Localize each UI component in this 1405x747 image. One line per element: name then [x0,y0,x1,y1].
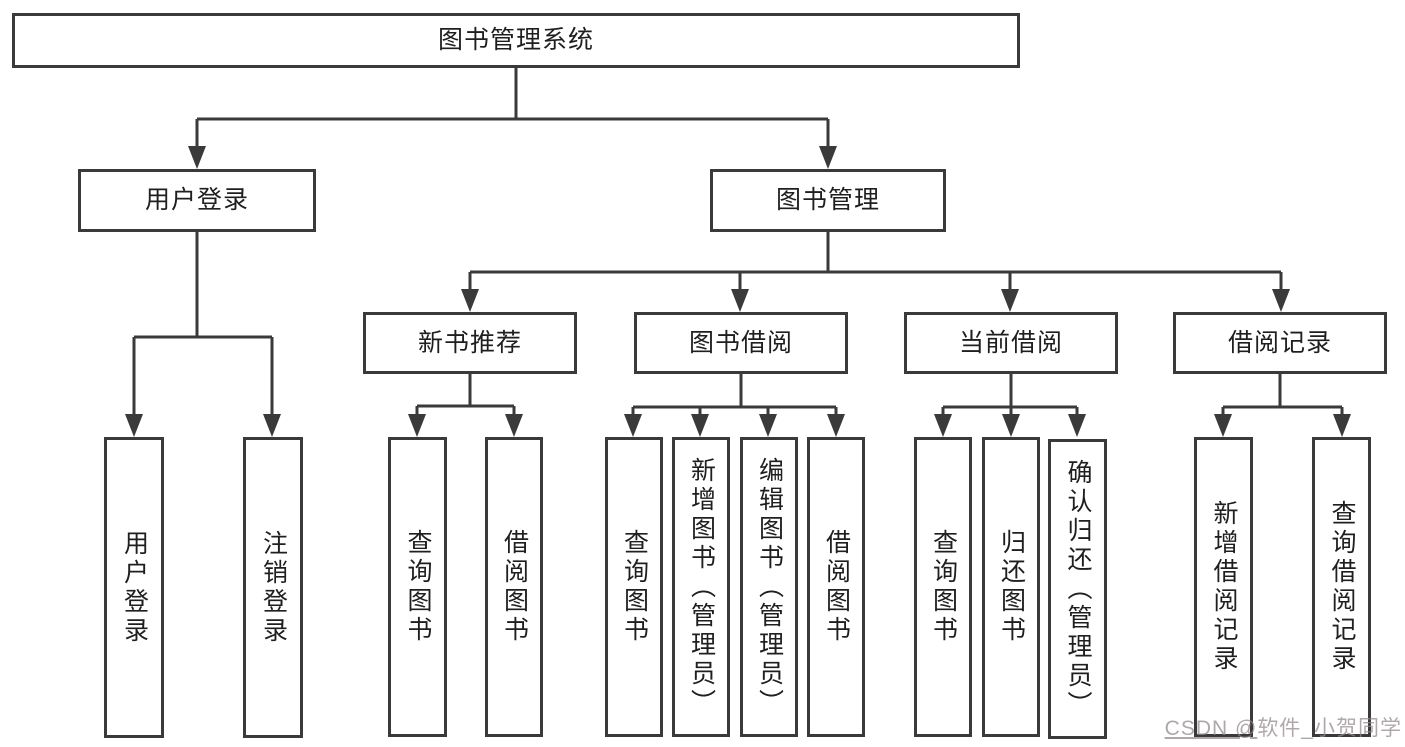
node-new-book: 新书推荐 [363,312,577,374]
leaf-borrow-edit: 编辑图书（管理员） [740,437,798,737]
arrow-down-icon [1001,289,1019,312]
arrow-down-icon [1002,414,1020,437]
arrow-down-icon [125,414,143,437]
arrow-down-icon [731,289,749,312]
csdn-watermark: CSDN @软件_小贺同学 [1165,712,1402,742]
node-root-label: 图书管理系统 [437,26,594,54]
leaf-current-return: 归还图书 [982,437,1040,737]
arrow-down-icon [505,414,523,437]
leaf-record-query: 查询借阅记录 [1312,437,1371,737]
leaf-newbook-query-label: 查询图书 [404,529,432,645]
leaf-newbook-borrow-label: 借阅图书 [500,529,529,645]
leaf-borrow-borrow-label: 借阅图书 [822,529,851,645]
connector-book-mgmt [468,232,1283,292]
leaf-logout: 注销登录 [243,437,303,738]
connector-new-book [415,374,516,418]
arrow-down-icon [827,414,845,437]
leaf-current-confirm: 确认归还（管理员） [1048,439,1107,739]
node-current-borrow: 当前借阅 [904,312,1118,374]
arrow-down-icon [759,414,777,437]
leaf-borrow-add: 新增图书（管理员） [672,437,730,737]
csdn-watermark-prefix: CSDN @ [1164,717,1258,740]
node-borrow-record-label: 借阅记录 [1227,328,1332,357]
leaf-borrow-add-label: 新增图书（管理员） [687,456,716,718]
leaf-borrow-query: 查询图书 [605,437,663,737]
connector-user-login [132,232,274,418]
node-book-borrow: 图书借阅 [634,312,848,374]
node-root: 图书管理系统 [12,13,1020,68]
csdn-watermark-name: 软件_小贺同学 [1257,717,1402,740]
node-borrow-record: 借阅记录 [1173,312,1387,374]
leaf-record-add: 新增借阅记录 [1194,437,1253,737]
connector-paths [132,68,1344,418]
leaf-newbook-borrow: 借阅图书 [485,437,543,737]
node-user-login: 用户登录 [78,169,316,232]
leaf-borrow-query-label: 查询图书 [620,529,649,645]
leaf-current-query: 查询图书 [914,437,972,737]
leaf-borrow-borrow: 借阅图书 [807,437,865,737]
connector-book-borrow [631,374,838,418]
arrow-down-icon [1068,414,1086,437]
leaf-borrow-edit-label: 编辑图书（管理员） [755,456,784,718]
arrow-down-icon [461,289,479,312]
leaf-current-return-label: 归还图书 [997,529,1026,645]
arrowheads [125,146,1351,437]
leaf-current-confirm-label: 确认归还（管理员） [1064,458,1092,720]
arrow-down-icon [691,414,709,437]
arrow-down-icon [1333,414,1351,437]
connector-root [195,68,830,150]
leaf-user-login: 用户登录 [104,437,164,738]
node-user-login-label: 用户登录 [144,186,249,214]
leaf-newbook-query: 查询图书 [388,437,447,737]
leaf-record-add-label: 新增借阅记录 [1210,500,1238,674]
arrow-down-icon [408,414,426,437]
node-book-borrow-label: 图书借阅 [688,328,793,357]
connector-borrow-record [1221,374,1344,418]
arrow-down-icon [188,146,206,169]
arrow-down-icon [934,414,952,437]
leaf-current-query-label: 查询图书 [929,529,958,645]
node-current-borrow-label: 当前借阅 [958,328,1063,357]
arrow-down-icon [1272,289,1290,312]
node-book-mgmt: 图书管理 [710,169,946,232]
leaf-user-login-label: 用户登录 [120,529,149,646]
arrow-down-icon [624,414,642,437]
leaf-record-query-label: 查询借阅记录 [1328,500,1356,674]
leaf-logout-label: 注销登录 [259,529,288,646]
connector-current-borrow [941,374,1079,418]
node-book-mgmt-label: 图书管理 [775,186,880,214]
node-new-book-label: 新书推荐 [417,328,522,357]
arrow-down-icon [263,414,281,437]
arrow-down-icon [1214,414,1232,437]
arrow-down-icon [819,146,837,169]
